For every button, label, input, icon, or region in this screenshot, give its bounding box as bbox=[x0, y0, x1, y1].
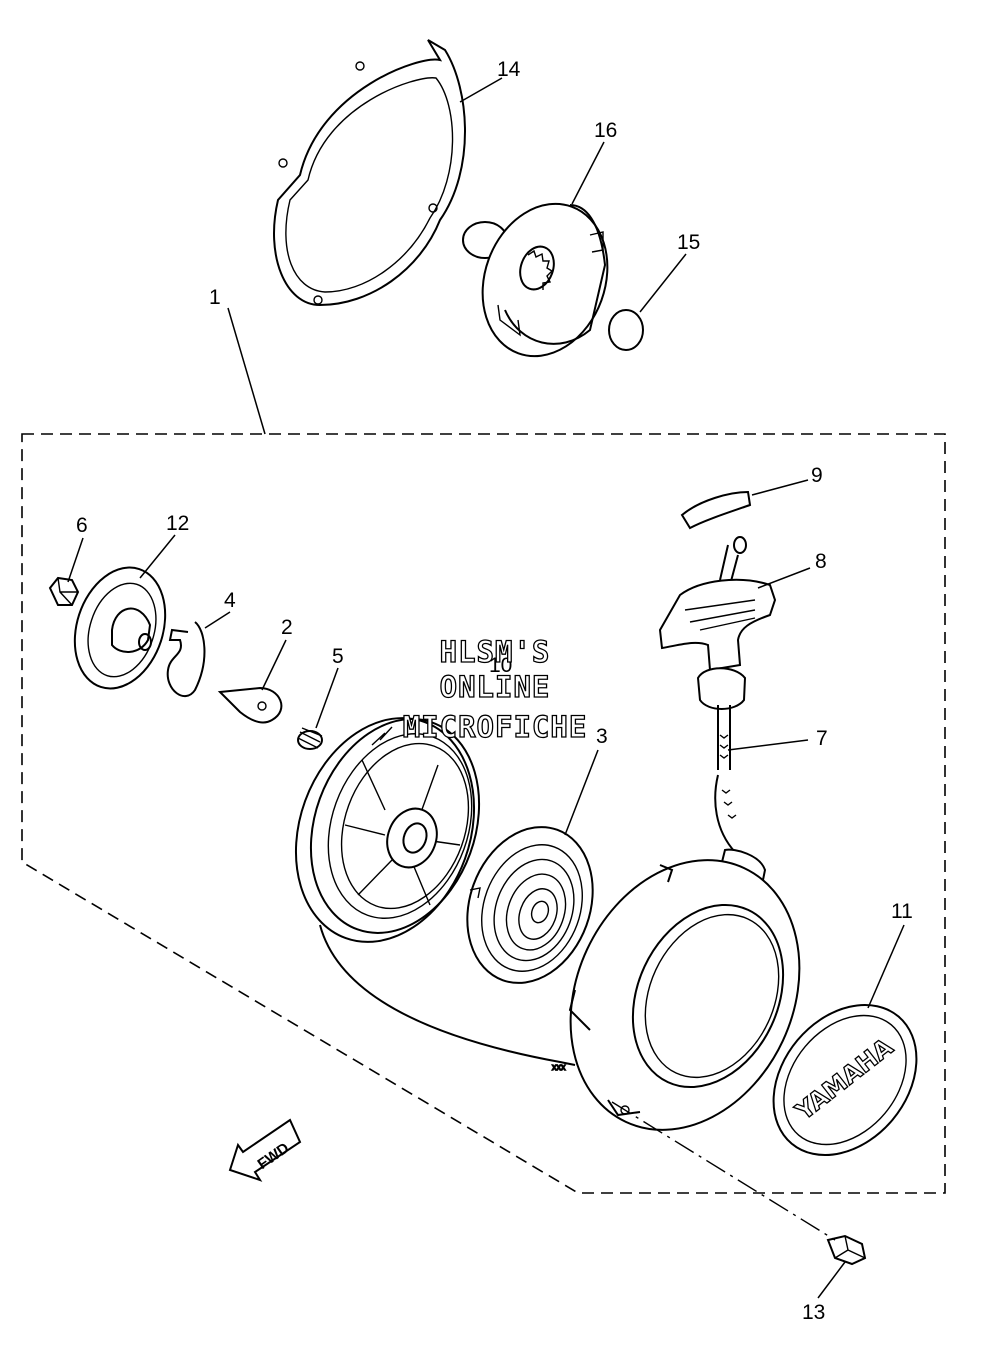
watermark-line-3: MICROFICHE bbox=[403, 710, 588, 744]
label-part-13: 13 bbox=[802, 1301, 825, 1324]
label-part-12: 12 bbox=[166, 512, 189, 535]
label-part-14: 14 bbox=[497, 58, 521, 81]
watermark-line-2: ONLINE bbox=[440, 670, 551, 704]
gasket-part-14 bbox=[273, 39, 466, 307]
label-part-5: 5 bbox=[332, 645, 344, 668]
label-part-9: 9 bbox=[811, 464, 823, 487]
label-part-7: 7 bbox=[816, 727, 828, 750]
bolt-axis-line bbox=[611, 1101, 836, 1241]
handle-cap-part-9 bbox=[680, 490, 752, 530]
rope-part-7 bbox=[714, 705, 736, 853]
assembly-boundary bbox=[21, 433, 946, 1194]
bolt-part-13 bbox=[826, 1234, 867, 1266]
spring-clip-part-4 bbox=[166, 621, 206, 698]
label-part-6: 6 bbox=[76, 514, 88, 537]
label-part-16: 16 bbox=[594, 119, 617, 142]
leader-lines bbox=[67, 77, 905, 1299]
rope-markings bbox=[719, 734, 737, 819]
fwd-direction-arrow: FWD bbox=[228, 1118, 302, 1182]
coil-spring-part-5 bbox=[297, 727, 323, 750]
watermark-line-1: HLSM'S bbox=[440, 635, 551, 669]
o-ring-part-15 bbox=[608, 309, 644, 351]
watermark: HLSM'S ONLINE MICROFICHE bbox=[402, 634, 588, 744]
label-part-1: 1 bbox=[209, 286, 221, 309]
starter-handle-part-8 bbox=[658, 536, 777, 710]
spiral-spring-part-3 bbox=[466, 826, 594, 984]
cover-plate-part-12 bbox=[73, 566, 167, 690]
label-part-15: 15 bbox=[677, 231, 700, 254]
label-part-8: 8 bbox=[815, 550, 827, 573]
pawl-part-2 bbox=[217, 686, 283, 724]
drive-pulley-part-16 bbox=[462, 202, 609, 358]
label-part-2: 2 bbox=[281, 616, 293, 639]
starter-rope bbox=[319, 924, 576, 1066]
label-part-4: 4 bbox=[224, 589, 236, 612]
emblem-part-11: YAMAHA bbox=[772, 1003, 918, 1157]
label-part-11: 11 bbox=[891, 900, 913, 923]
label-part-3: 3 bbox=[596, 725, 608, 748]
starter-case bbox=[568, 848, 801, 1131]
reel-part-10 bbox=[294, 717, 481, 943]
nut-part-6 bbox=[48, 576, 80, 606]
rope-marking: xxx bbox=[552, 1062, 566, 1072]
label-part-10: 10 bbox=[489, 654, 512, 677]
